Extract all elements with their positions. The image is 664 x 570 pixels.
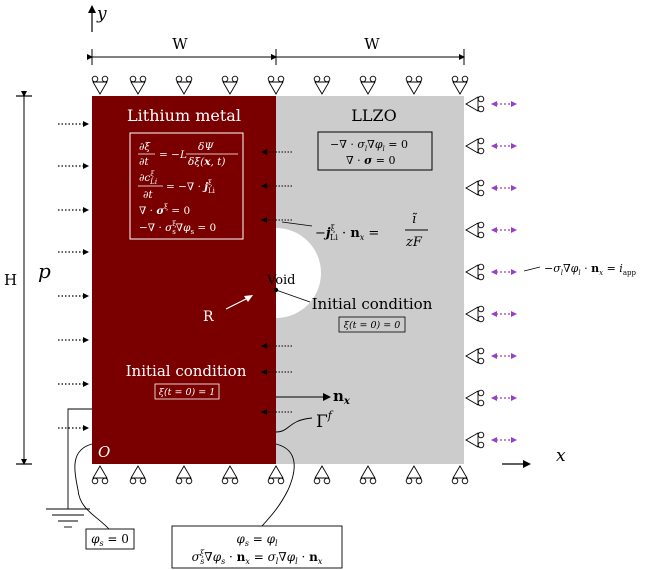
llzo-equation-box	[317, 131, 433, 171]
svg-text:δξ(x, t): δξ(x, t)	[188, 156, 225, 168]
applied-current-equation: −σl∇φl · nx = iapp	[544, 262, 636, 277]
roller-support	[91, 465, 109, 485]
roller-support	[221, 465, 239, 485]
roller-support	[359, 465, 377, 485]
roller-support	[465, 137, 485, 155]
roller-support	[313, 75, 331, 95]
roller-support	[267, 465, 285, 485]
svg-text:δΨ: δΨ	[198, 141, 214, 153]
roller-support	[175, 465, 193, 485]
svg-text:∇ · σξ = 0: ∇ · σξ = 0	[139, 203, 190, 217]
ground-condition-leader	[74, 443, 111, 531]
roller-support	[405, 465, 423, 485]
svg-text:= −L: = −L	[159, 149, 187, 161]
continuity-condition-box	[171, 525, 343, 569]
ground-condition: φs = 0	[91, 532, 129, 548]
roller-support	[175, 75, 193, 95]
lithium-initial-condition-box	[154, 383, 220, 400]
roller-support	[465, 389, 485, 407]
void-label: Void	[266, 273, 296, 288]
interface-leader	[275, 417, 313, 433]
interface-flux-arrows	[261, 149, 292, 415]
svg-text:−∇ · σξs∇φs = 0: −∇ · σξs∇φs = 0	[139, 220, 216, 236]
radius-label: R	[203, 309, 214, 325]
roller-support	[465, 263, 485, 281]
llzo-equations: −∇ · σl∇φl = 0 ∇ · σ = 0	[330, 138, 408, 167]
y-axis-label: y	[96, 4, 107, 24]
lithium-initial-condition-value: ξ(t = 0) = 1	[159, 387, 216, 398]
roller-support	[129, 75, 147, 95]
svg-text:∂ξ: ∂ξ	[139, 141, 151, 153]
roller-support	[91, 75, 109, 95]
svg-text:∂t: ∂t	[139, 156, 149, 168]
roller-support	[465, 179, 485, 197]
lithium-equation-box	[129, 132, 244, 240]
top-roller-supports	[91, 75, 469, 95]
void	[276, 228, 321, 318]
interface-label: Γf	[316, 409, 334, 432]
svg-text:−∇ · σl∇φl = 0: −∇ · σl∇φl = 0	[330, 138, 408, 153]
pressure-label: p	[38, 259, 51, 283]
roller-support	[267, 75, 285, 95]
height-label: H	[4, 271, 17, 289]
lithium-initial-condition-label: Initial condition	[126, 362, 247, 380]
origin-label: O	[98, 443, 110, 461]
svg-text:ĩ: ĩ	[412, 212, 418, 227]
roller-support	[405, 75, 423, 95]
normal-label: nx	[333, 387, 351, 407]
lithium-region	[92, 96, 276, 464]
roller-support	[313, 465, 331, 485]
applied-current-leader	[523, 266, 541, 272]
bottom-roller-supports	[91, 465, 469, 485]
llzo-initial-condition-label: Initial condition	[312, 295, 433, 313]
roller-support	[465, 347, 485, 365]
llzo-initial-condition-value: ξ(t = 0) = 0	[344, 320, 401, 331]
roller-support	[465, 305, 485, 323]
roller-support	[465, 95, 485, 113]
void-leader	[275, 289, 311, 303]
x-axis-label: x	[556, 446, 566, 466]
lithium-title: Lithium metal	[127, 106, 241, 125]
roller-support	[359, 75, 377, 95]
ground-condition-box	[85, 528, 135, 550]
svg-text:∇ · σ = 0: ∇ · σ = 0	[346, 154, 396, 167]
roller-support	[129, 465, 147, 485]
roller-support	[465, 431, 485, 449]
svg-text:∂t: ∂t	[143, 189, 153, 201]
roller-support	[451, 75, 469, 95]
roller-support	[451, 465, 469, 485]
ground-wire	[46, 408, 92, 510]
roller-support	[221, 75, 239, 95]
continuity-leader	[261, 443, 295, 527]
pressure-arrows	[58, 121, 89, 431]
width-label-left: W	[172, 35, 188, 53]
right-roller-supports	[465, 95, 517, 449]
svg-text:zF: zF	[405, 235, 423, 250]
width-label-right: W	[364, 35, 380, 53]
roller-support	[465, 221, 485, 239]
llzo-title: LLZO	[351, 106, 396, 125]
llzo-initial-condition-box	[338, 316, 406, 333]
continuity-condition-1: φs = φl	[236, 532, 278, 548]
